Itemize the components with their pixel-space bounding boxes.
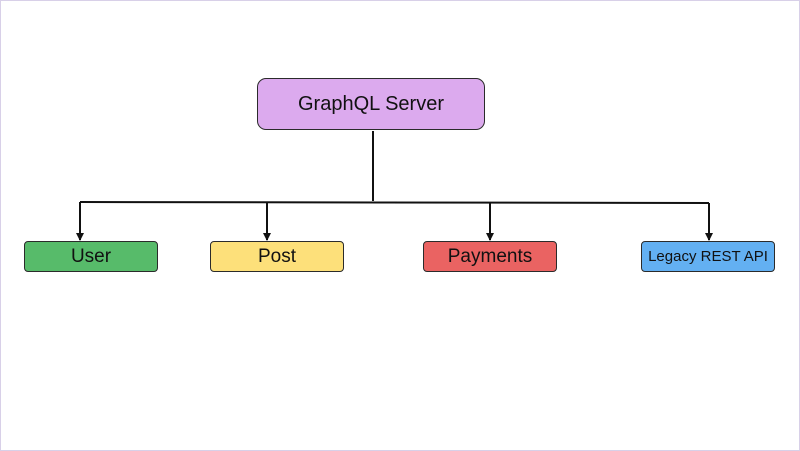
- node-payments-label: Payments: [447, 245, 533, 267]
- node-post-label: Post: [257, 245, 297, 267]
- node-legacy-rest-api-label: Legacy REST API: [648, 248, 768, 265]
- horizontal-bus-line: [79, 201, 710, 204]
- node-graphql-server: GraphQL Server: [257, 78, 485, 130]
- node-post: Post: [210, 241, 344, 272]
- node-payments: Payments: [423, 241, 557, 272]
- node-user-label: User: [70, 245, 112, 267]
- node-user: User: [24, 241, 158, 272]
- node-graphql-server-label: GraphQL Server: [298, 92, 444, 115]
- node-legacy-rest-api: Legacy REST API: [641, 241, 775, 272]
